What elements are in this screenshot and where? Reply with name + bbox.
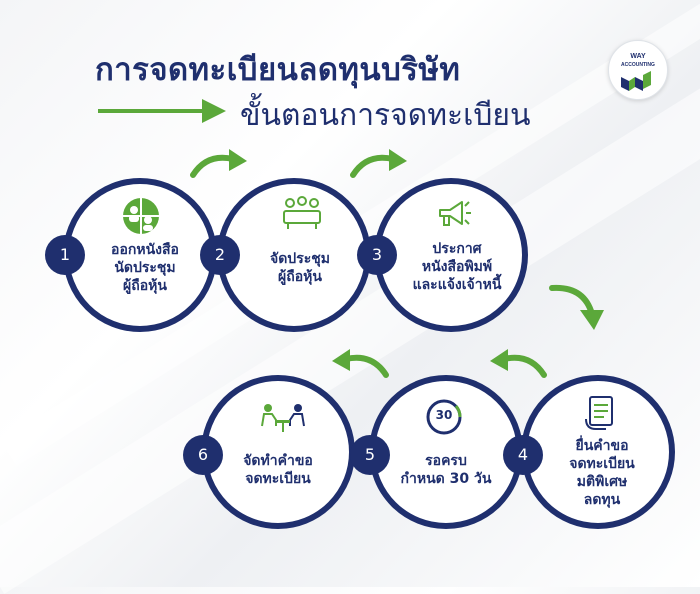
flow-arrow-icon [332, 349, 389, 378]
step-number-badge: 1 [45, 235, 85, 275]
meeting-chart-icon [123, 198, 159, 234]
step-label-6: จัดทำคำขอ จดทะเบียน [243, 453, 313, 487]
flow-arrow-icon [350, 149, 407, 178]
step-number-badge: 3 [357, 235, 397, 275]
page-title: การจดทะเบียนลดทุนบริษัท [95, 52, 461, 88]
consultation-icon [261, 404, 305, 432]
flow-arrow-icon [549, 284, 604, 330]
conference-icon [283, 196, 321, 229]
step-label-5: รอครบ กำหนด 30 วัน [400, 453, 492, 487]
step-label-2: จัดประชุม ผู้ถือหุ้น [270, 251, 330, 285]
title-arrow-icon [98, 99, 226, 123]
logo-mark-icon [621, 71, 651, 91]
step-number-badge: 5 [350, 435, 390, 475]
step-number-badge: 4 [503, 435, 543, 475]
step-label-3: ประกาศ หนังสือพิมพ์ และแจ้งเจ้าหนี้ [412, 241, 502, 293]
logo-text: WAY ACCOUNTING [621, 53, 655, 68]
step-label-1: ออกหนังสือ นัดประชุม ผู้ถือหุ้น [111, 242, 179, 294]
megaphone-icon [439, 201, 471, 226]
document-submit-icon [585, 396, 613, 430]
30-days-text: 30 [435, 408, 453, 422]
company-logo: WAY ACCOUNTING [608, 40, 668, 100]
step-circle-4 [521, 375, 675, 529]
page-subtitle: ขั้นตอนการจดทะเบียน [240, 98, 531, 133]
flow-arrow-icon [490, 349, 547, 378]
step-label-4: ยื่นคำขอ จดทะเบียน มติพิเศษ ลดทุน [569, 438, 635, 508]
30-days-icon: 30 [425, 398, 463, 436]
step-number-badge: 2 [200, 235, 240, 275]
step-number-badge: 6 [183, 435, 223, 475]
flow-arrow-icon [190, 149, 247, 178]
